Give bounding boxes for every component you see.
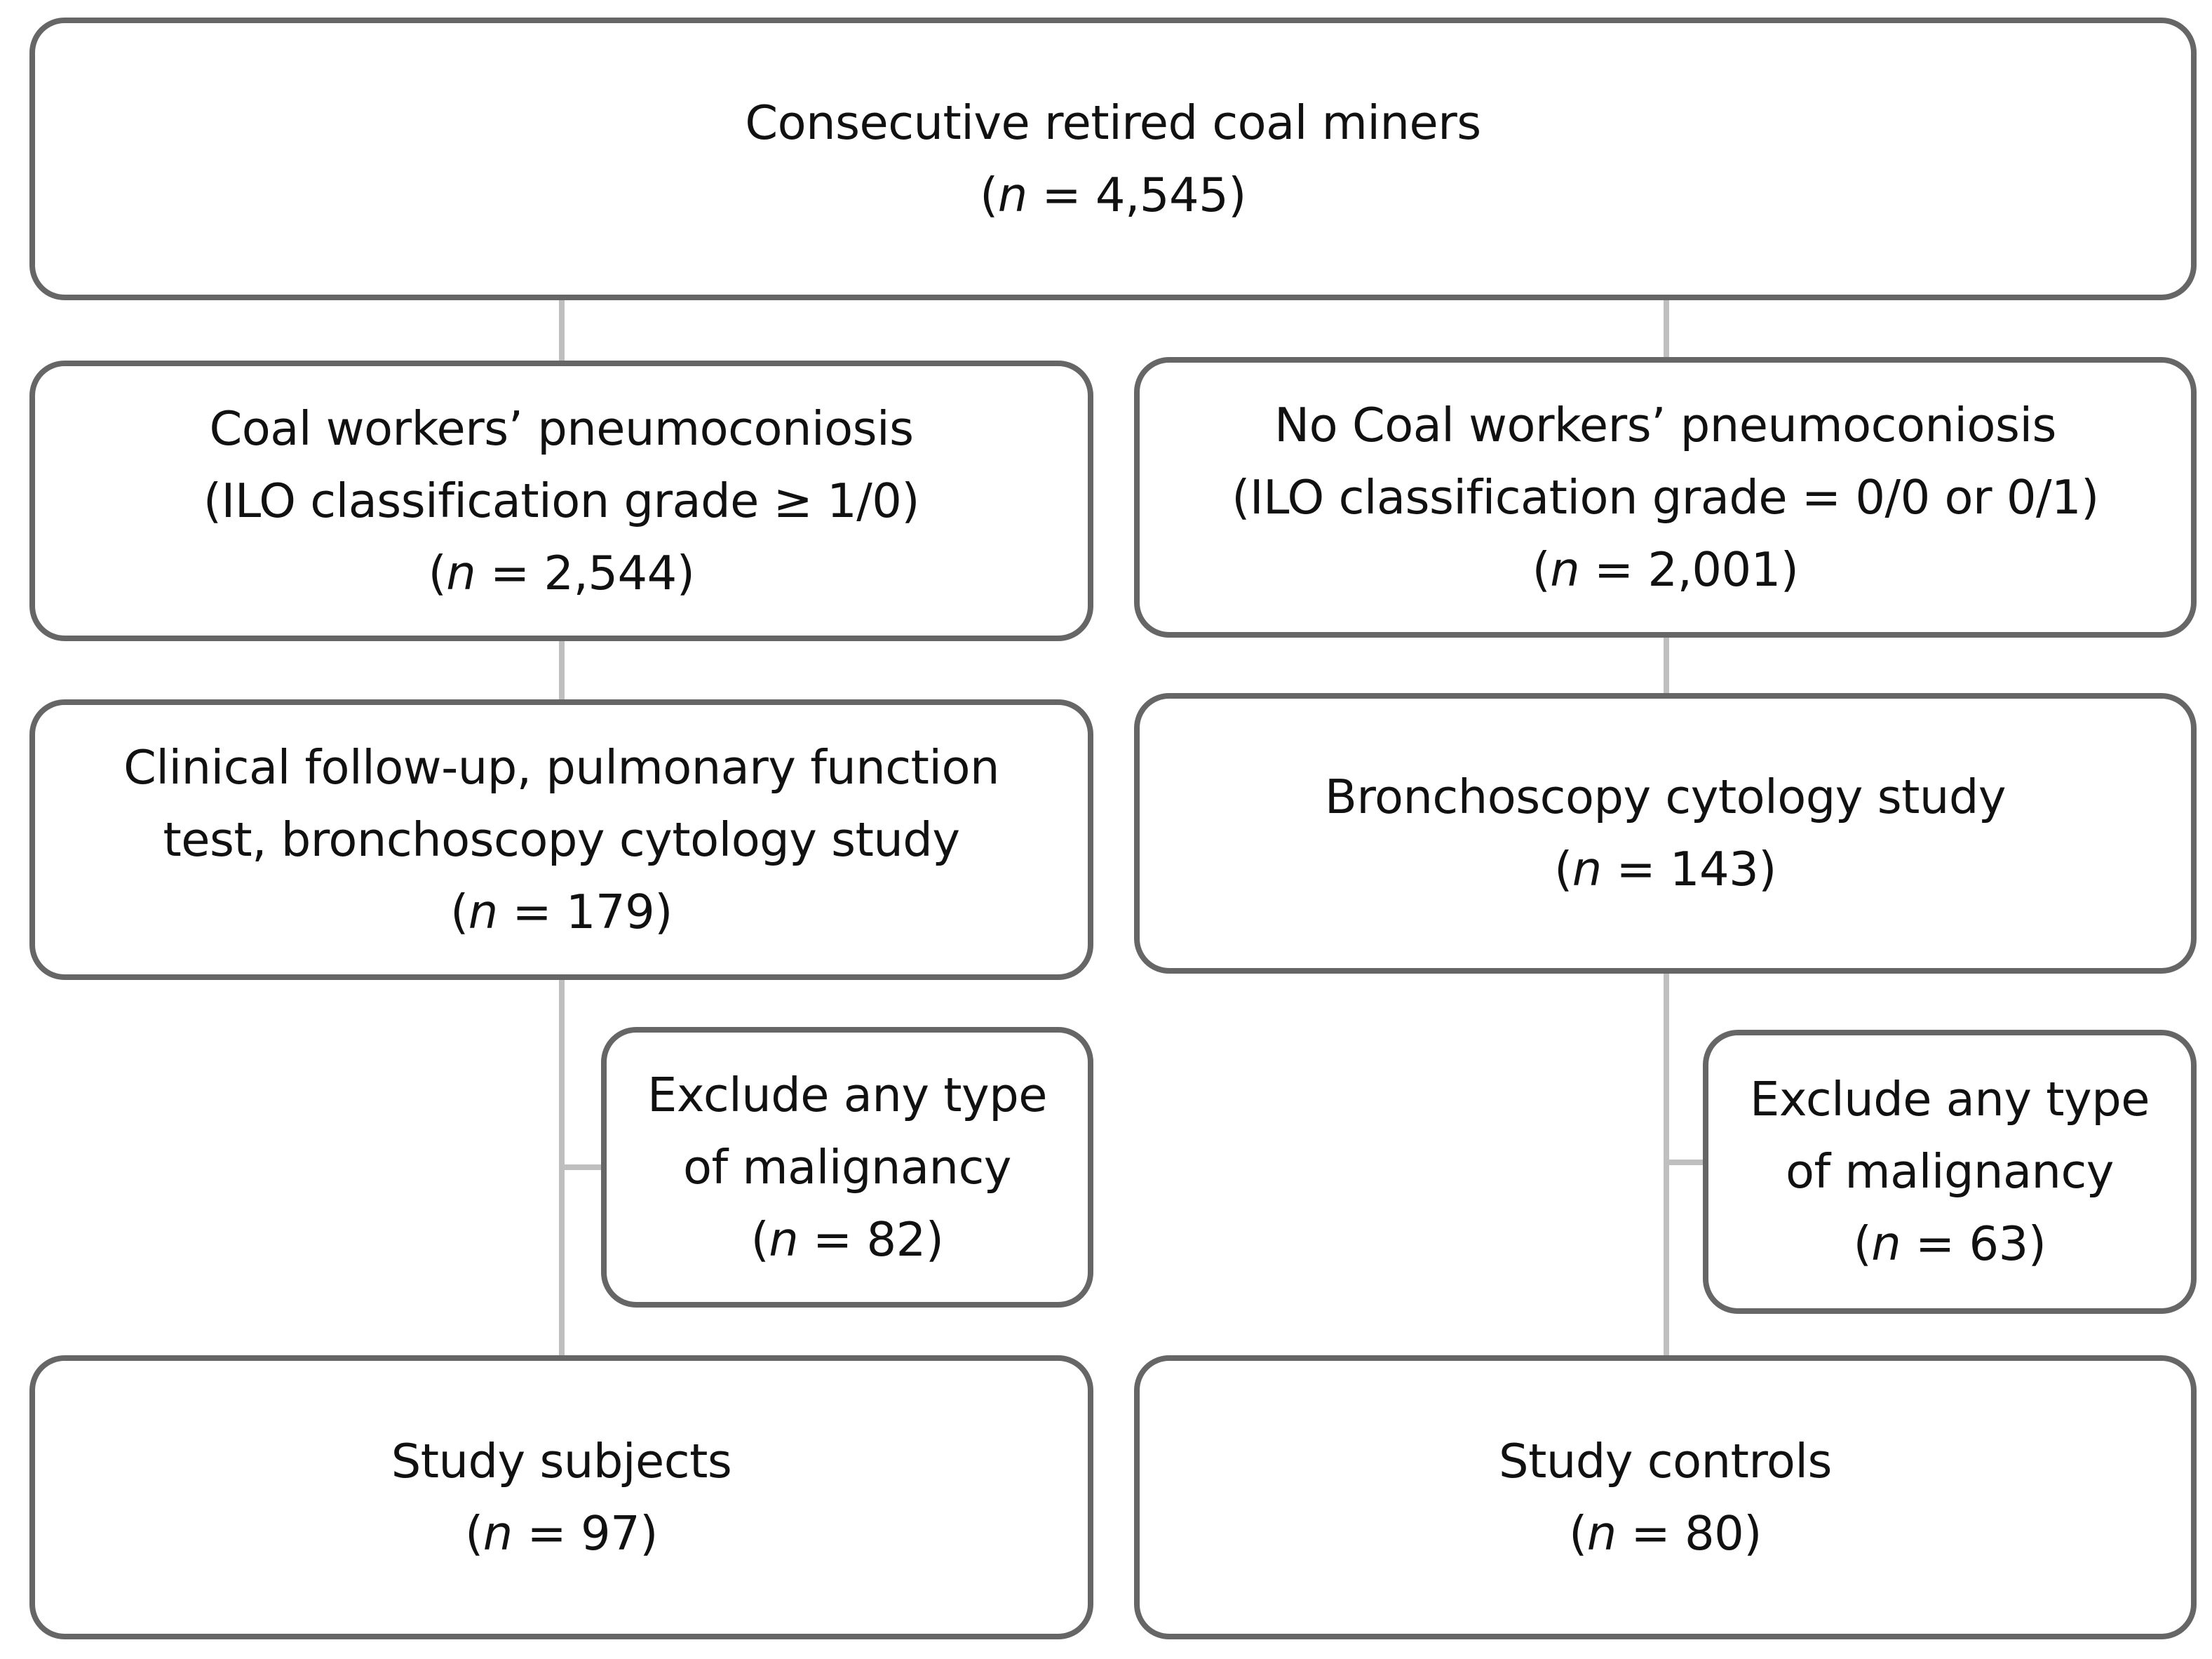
box-count: (n = 97) bbox=[465, 1505, 658, 1561]
box-title: Exclude any type bbox=[1750, 1072, 2150, 1127]
box-bronchoscopy: Bronchoscopy cytology study (n = 143) bbox=[1134, 693, 2197, 974]
box-count: (n = 179) bbox=[450, 884, 673, 939]
box-title: Coal workers’ pneumoconiosis bbox=[209, 401, 914, 456]
box-all-miners: Consecutive retired coal miners (n = 4,5… bbox=[29, 18, 2197, 300]
box-subtitle: of malignancy bbox=[1786, 1144, 2114, 1199]
box-title: Study controls bbox=[1499, 1433, 1832, 1489]
box-title: Consecutive retired coal miners bbox=[745, 95, 1481, 150]
box-subtitle: test, bronchoscopy cytology study bbox=[163, 812, 960, 867]
box-study-controls: Study controls (n = 80) bbox=[1134, 1355, 2197, 1639]
box-exclude-right: Exclude any type of malignancy (n = 63) bbox=[1703, 1030, 2197, 1314]
box-subtitle: of malignancy bbox=[683, 1139, 1011, 1195]
box-title: Bronchoscopy cytology study bbox=[1324, 770, 2007, 824]
box-count: (n = 82) bbox=[750, 1211, 944, 1267]
box-count: (n = 143) bbox=[1554, 842, 1776, 896]
connector-right-exclude bbox=[1664, 1160, 1707, 1165]
box-clinical-followup: Clinical follow-up, pulmonary function t… bbox=[29, 699, 1093, 980]
connector-left-mid bbox=[559, 635, 565, 705]
box-count: (n = 80) bbox=[1569, 1505, 1762, 1561]
connector-top-left bbox=[559, 295, 565, 365]
box-title: Clinical follow-up, pulmonary function bbox=[123, 739, 999, 795]
box-count: (n = 63) bbox=[1853, 1216, 2046, 1271]
connector-top-right bbox=[1664, 295, 1669, 361]
box-study-subjects: Study subjects (n = 97) bbox=[29, 1355, 1093, 1639]
box-count: (n = 2,001) bbox=[1532, 542, 1799, 597]
box-no-cwp: No Coal workers’ pneumoconiosis (ILO cla… bbox=[1134, 357, 2197, 638]
box-title: Exclude any type bbox=[647, 1067, 1047, 1122]
box-exclude-left: Exclude any type of malignancy (n = 82) bbox=[601, 1027, 1093, 1308]
box-title: No Coal workers’ pneumoconiosis bbox=[1274, 397, 2056, 452]
connector-left-exclude bbox=[559, 1164, 605, 1170]
box-cwp: Coal workers’ pneumoconiosis (ILO classi… bbox=[29, 361, 1093, 641]
box-title: Study subjects bbox=[391, 1433, 732, 1489]
box-subtitle: (ILO classification grade ≥ 1/0) bbox=[203, 473, 920, 528]
box-subtitle: (ILO classification grade = 0/0 or 0/1) bbox=[1232, 469, 2099, 525]
box-count: (n = 2,544) bbox=[428, 545, 695, 600]
box-count: (n = 4,545) bbox=[980, 167, 1246, 222]
connector-right-mid bbox=[1664, 631, 1669, 698]
